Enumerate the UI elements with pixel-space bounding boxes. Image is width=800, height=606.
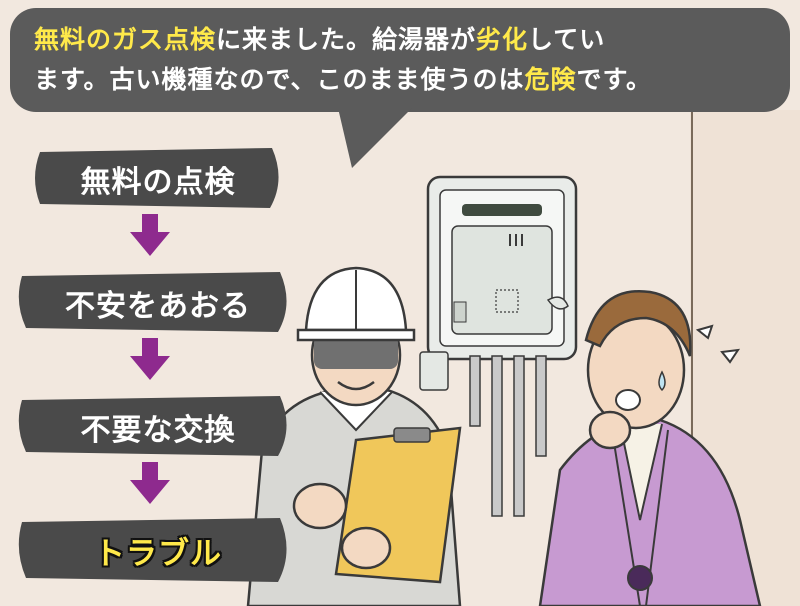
- flow-step-result-label: トラブル: [94, 535, 222, 572]
- speech-segment: 危険: [524, 65, 577, 94]
- flow-steps: 無料の点検 不安をあおる 不要な交換 トラブル: [0, 0, 320, 606]
- speech-bubble: 無料のガス点検に来ました。給湯器が劣化してい ます。古い機種なので、このまま使う…: [10, 8, 790, 112]
- speech-segment: 無料のガス点検: [34, 25, 217, 54]
- speech-bubble-shape: [10, 8, 790, 168]
- speech-line-2: ます。古い機種なので、このまま使うのは危険です。: [34, 60, 766, 100]
- down-arrow-icon: [130, 214, 170, 256]
- flow-step-label: 不要な交換: [80, 413, 236, 448]
- flow-step-free-inspection: 無料の点検: [38, 152, 278, 206]
- speech-segment: してい: [528, 25, 606, 54]
- speech-segment: ます。古い機種なので、このまま使うのは: [34, 65, 525, 94]
- speech-segment: です。: [576, 65, 653, 94]
- down-arrow-icon: [130, 462, 170, 504]
- water-heater: [419, 175, 578, 517]
- inspector-figure: [246, 266, 462, 606]
- flow-step-label: 無料の点検: [80, 165, 236, 200]
- speech-line-1: 無料のガス点検に来ました。給湯器が劣化してい: [34, 20, 766, 60]
- flow-step-backgrounds: [18, 148, 287, 582]
- flow-step-stoke-anxiety: 不安をあおる: [38, 276, 278, 330]
- speech-segment: 劣化: [476, 25, 529, 54]
- flow-arrows: [130, 214, 170, 504]
- customer-figure: [538, 289, 762, 606]
- flow-step-label: 不安をあおる: [65, 289, 251, 324]
- flow-step-unneeded-replacement: 不要な交換: [38, 400, 278, 454]
- speech-segment: に来ました。給湯器が: [216, 25, 477, 54]
- flow-step-trouble: トラブル: [38, 523, 278, 577]
- down-arrow-icon: [130, 338, 170, 380]
